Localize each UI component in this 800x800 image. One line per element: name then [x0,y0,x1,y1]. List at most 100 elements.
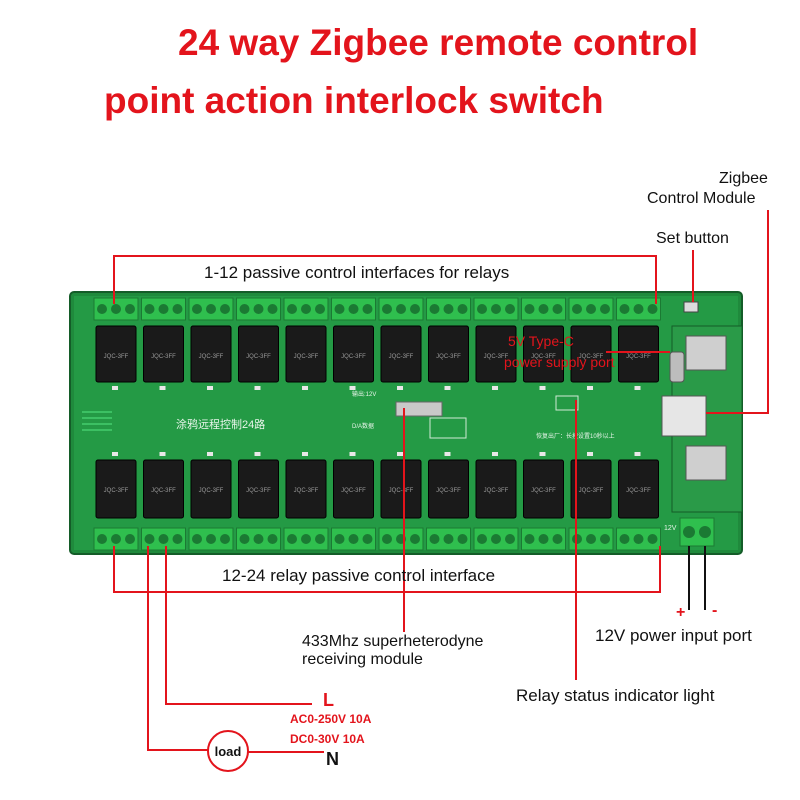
terminal-block-bottom [473,527,519,551]
terminal-block-bottom [378,527,424,551]
relay-model-text: JQC-3FF [579,354,604,360]
title-line-1: 24 way Zigbee remote control [178,22,699,63]
terminal-block-bottom [331,527,376,551]
status-led [634,452,641,456]
ic-pads [555,395,579,411]
status-light-label: Relay status indicator light [516,686,715,705]
leader-relays-1-12 [113,255,657,304]
relay-model-text: JQC-3FF [626,488,651,494]
relay-bottom: JQC-3FF [380,459,422,519]
relay-top: JQC-3FF [238,325,279,383]
dc-converter-bottom [685,445,727,481]
leader-load-L [147,546,208,751]
relay-top: JQC-3FF [523,325,564,383]
terminal-block-top [188,297,234,321]
relay-top: JQC-3FF [143,325,184,383]
relay-bottom: JQC-3FF [618,459,659,519]
relay-model-text: JQC-3FF [626,354,651,360]
set-button [683,301,699,313]
bottom-terminal-blocks [93,527,661,551]
relay-top: JQC-3FF [570,325,612,383]
relay-bottom: JQC-3FF [523,459,564,519]
terminal-block-top [521,297,566,321]
relay-top: JQC-3FF [428,325,469,383]
relays-1-12-label: 1-12 passive control interfaces for rela… [204,263,510,282]
zigbee-module-label-1: Zigbee [719,170,768,187]
relay-top: JQC-3FF [95,325,137,383]
terminal-block-bottom [141,527,186,551]
relay-bottom: JQC-3FF [190,459,232,519]
status-led [587,452,593,456]
terminal-block-bottom [283,527,329,551]
leader-zigbee-module [706,210,769,414]
type-c-label-1: 5V Type-C [508,333,574,349]
board-da-label: D/A数据 [352,422,374,430]
terminal-block-top [331,297,376,321]
relay-bottom: JQC-3FF [475,459,517,519]
status-led-row [112,386,641,456]
relay-bottom: JQC-3FF [238,459,279,519]
status-led [397,386,403,390]
status-led [207,452,213,456]
relay-model-text: JQC-3FF [294,488,319,494]
relay-model-text: JQC-3FF [104,354,129,360]
L-label: L [323,690,334,710]
relay-model-text: JQC-3FF [436,354,461,360]
dc-converter-top [685,335,727,371]
terminal-block-bottom [188,527,234,551]
N-label: N [326,749,339,769]
status-led [207,386,213,390]
terminal-block-top [283,297,329,321]
relay-model-text: JQC-3FF [484,488,509,494]
load-label: load [215,744,242,759]
terminal-block-top [568,297,614,321]
status-led [254,452,261,456]
status-led [112,452,118,456]
board-vent-marks [82,411,112,431]
minus-label: - [712,602,718,619]
status-led [634,386,641,390]
relay-model-text: JQC-3FF [199,488,224,494]
relay-model-text: JQC-3FF [199,354,224,360]
power-input-label: 12V power input port [595,626,752,645]
relay-top: JQC-3FF [285,325,327,383]
status-led [159,386,166,390]
status-led [397,452,403,456]
relay-model-text: JQC-3FF [579,488,604,494]
status-led [302,386,308,390]
relay-model-text: JQC-3FF [389,354,414,360]
status-led [349,452,356,456]
relay-model-text: JQC-3FF [436,488,461,494]
terminal-block-top [93,297,139,321]
terminal-block-top [378,297,424,321]
status-led [539,386,546,390]
rf-module-label-2: receiving module [302,651,423,668]
plus-label: + [676,604,686,621]
status-led [444,386,451,390]
type-c-port [669,351,685,383]
relay-top: JQC-3FF [333,325,374,383]
relay-model-text: JQC-3FF [484,354,509,360]
power-wires [688,546,706,610]
relay-model-text: JQC-3FF [246,354,271,360]
type-c-label-2: power supply port [504,354,615,370]
status-led [587,386,593,390]
terminal-block-bottom [568,527,614,551]
relay-model-text: JQC-3FF [341,488,366,494]
relay-model-text: JQC-3FF [104,488,129,494]
relay-model-text: JQC-3FF [389,488,414,494]
leader-lines [113,210,769,753]
terminal-block-top [473,297,519,321]
terminal-block-bottom [236,527,281,551]
terminal-block-bottom [616,527,661,551]
rf-module-pads [429,417,467,439]
relay-bottom: JQC-3FF [428,459,469,519]
top-terminal-blocks [93,297,661,321]
relay-top: JQC-3FF [380,325,422,383]
board-12v-label: 12V [664,525,677,532]
relay-bottom: JQC-3FF [285,459,327,519]
rf-module-chip [395,401,443,417]
leader-relays-12-24 [113,546,661,593]
bottom-relay-row: JQC-3FF JQC-3FF JQC-3FF JQC-3FF JQC-3FF JQC-3… [95,459,659,519]
